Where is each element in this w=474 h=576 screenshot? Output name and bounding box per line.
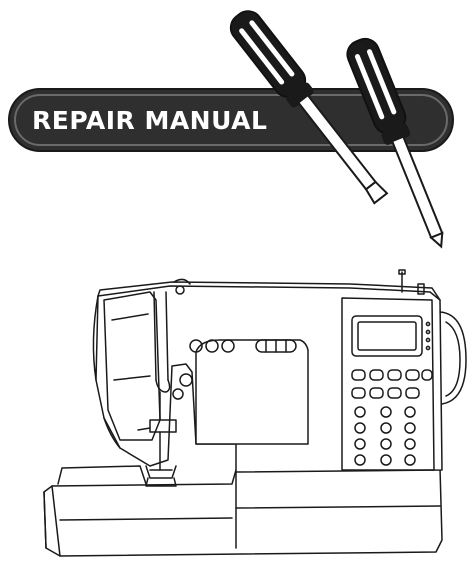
- cover-title: REPAIR MANUAL: [32, 106, 268, 135]
- phillips-screwdriver-icon: [346, 37, 444, 249]
- banner-inner-border: [14, 94, 448, 146]
- flathead-screwdriver-icon: [229, 10, 389, 205]
- sewing-machine-icon: [43, 269, 467, 557]
- screwdrivers-illustration: [229, 10, 444, 249]
